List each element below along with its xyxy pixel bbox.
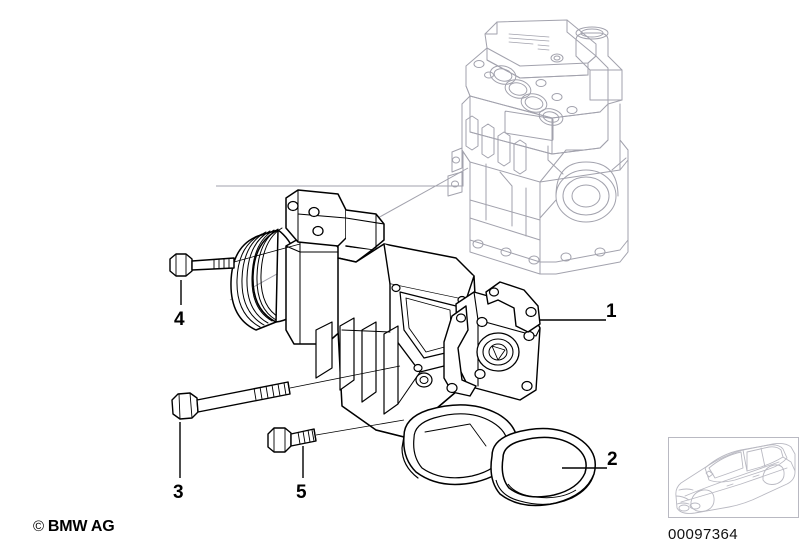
callout-number-5: 5 bbox=[296, 482, 307, 503]
copyright-symbol: © bbox=[33, 518, 44, 535]
mounting-bracket bbox=[285, 189, 385, 263]
rear-drive-cover bbox=[415, 281, 541, 401]
leader-line-4-to-part bbox=[233, 243, 301, 263]
callout-leader-lines bbox=[179, 243, 607, 478]
hex-bolt-4 bbox=[169, 253, 235, 277]
housing-cooling-fins bbox=[315, 317, 399, 415]
vehicle-line-drawing bbox=[675, 442, 796, 514]
leader-line-3-to-part bbox=[289, 365, 401, 389]
diagram-id-number: 00097364 bbox=[668, 526, 738, 543]
callout-number-1: 1 bbox=[606, 301, 617, 322]
callout-number-2: 2 bbox=[607, 449, 618, 470]
hex-bolt-3 bbox=[171, 381, 291, 420]
gasket-seal bbox=[490, 427, 596, 507]
copyright-notice: ©BMW AG bbox=[33, 518, 115, 536]
engine-block-reference bbox=[447, 19, 629, 275]
copyright-owner: BMW AG bbox=[47, 518, 115, 535]
callout-number-3: 3 bbox=[173, 482, 184, 503]
leader-line-5-to-part bbox=[315, 419, 405, 436]
hex-bolt-5 bbox=[267, 427, 317, 453]
vehicle-thumbnail-box bbox=[668, 437, 799, 518]
supercharger-assembly bbox=[230, 189, 541, 486]
outlet-flange bbox=[401, 404, 518, 486]
callout-number-4: 4 bbox=[174, 309, 185, 330]
